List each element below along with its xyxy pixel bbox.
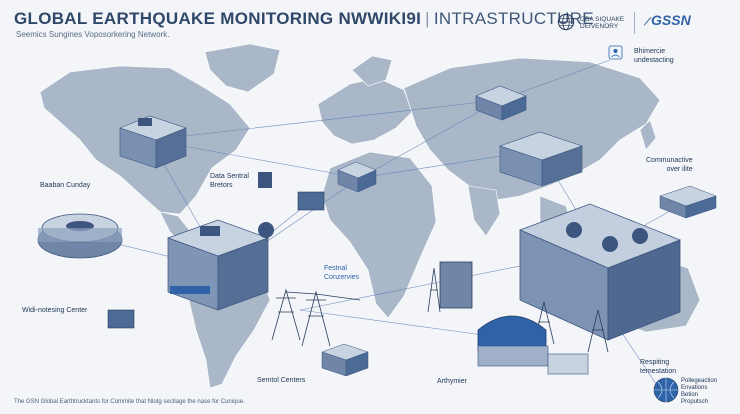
roof-dome [602,236,618,252]
callout-line: Envations [681,385,708,391]
link-line [299,279,451,311]
asia-data-center [475,85,527,121]
title-main: GLOBAL EARTHQUAKE MONITORING NWWIKI9I [14,9,422,28]
arched-roof [477,315,547,353]
title-separator: | [425,9,430,28]
antenna-dish [258,222,274,238]
japan-shape [639,119,657,151]
callout-line: Data Sentral [210,173,249,180]
station-block [439,261,473,309]
building-right-face [217,237,269,311]
europe-shape [317,77,413,145]
callout-semtol-centers: Semtol Centers [257,377,306,384]
globe-icon [557,13,575,31]
status-badge-icon [608,45,623,60]
callout-widi-center: Widi-notesing Center [22,307,88,314]
callout-communicative: Communactive over ilite [646,156,693,174]
dome-meridians [654,378,678,402]
callout-line: temestation [640,368,677,375]
server-cabinet [258,172,272,188]
page-title: GLOBAL EARTHQUAKE MONITORING NWWIKI9I|IN… [14,9,594,29]
transmission-tower [427,267,441,313]
gssn-logo-text: GSSN [651,12,691,28]
logo-left-line1: GBA SIQUAKE [580,16,625,23]
roof-unit [200,226,220,236]
entrance-canopy [170,286,210,294]
building-block [357,169,377,193]
pacific-dome [653,377,679,403]
callout-line: undestacting [634,57,674,64]
callout-line: over ilite [666,166,693,173]
callout-line: Respiting [640,359,670,366]
building-right-face [345,351,369,377]
scandinavia-shape [351,55,393,87]
data-center-north-america [119,115,187,169]
callout-line: Conzervies [324,274,360,281]
logo-left-line2: DEIVENORY [580,23,619,30]
callout-respiting: Respiting temestation [640,358,676,376]
semtol-center-building [321,343,369,377]
greenland-shape [204,43,281,93]
pylon [271,288,301,341]
link-line [359,99,501,179]
roof-unit [138,118,152,126]
footer-text: The GSN Global Earthtrucktants for Commi… [14,399,245,405]
africa-shape [321,151,437,319]
title-sub: INTRASTRUCTURE [433,9,594,28]
callout-bhimercie: Bhimercie undestacting [634,47,674,65]
power-line [315,293,361,301]
link-line [149,99,501,141]
communication-station [659,185,717,219]
callout-baaban-cunday: Baaban Cunday [40,182,91,189]
widi-center-box [107,309,135,329]
asia-central-facility [499,131,583,187]
hall-wing [547,353,589,375]
arched-hall [477,315,589,375]
callout-festnal: Festnal Conzervies [324,264,359,282]
europe-stations [337,161,377,193]
callout-line: Betion [681,392,699,398]
callout-line: Pollegeaction [681,378,718,384]
callout-line: Communactive [646,157,693,164]
radar-dome-station [37,213,123,259]
building-right-face [541,145,583,187]
gssn-wave-icon: ⟋ [644,17,651,28]
hall-base [477,345,549,367]
roof-dome [566,222,582,238]
callout-pollegeaction: Pollegeaction Envations Betion Proputsch [681,378,717,406]
callout-line: Festnal [324,265,347,272]
building-right-face [607,239,681,341]
asia-shape [403,57,661,201]
roof-dome [632,228,648,244]
callout-line: Bretors [210,182,233,189]
callout-line: Proputsch [681,399,709,405]
callout-data-sentral: Data Sentral Bretors [210,172,249,190]
building-block [685,195,717,219]
dome-wall [38,228,122,242]
africa-tower-station [427,261,473,313]
power-line [285,291,317,295]
logo-divider [634,12,635,34]
building-right-face [155,127,187,169]
building-right-face [501,95,527,121]
callout-arthymier: Arthymier [437,378,467,385]
page-subtitle: Seemics Sungines Voposorkering Network. [16,30,170,39]
callout-line: Bhimercie [634,48,666,55]
gssn-logo: ⟋GSSN [644,12,691,28]
pylon [301,290,331,347]
main-facility-south-america [166,219,274,311]
pylon [587,309,609,353]
server-cabinet [297,191,325,211]
large-facility-pacific [518,203,682,341]
india-shape [467,185,501,237]
